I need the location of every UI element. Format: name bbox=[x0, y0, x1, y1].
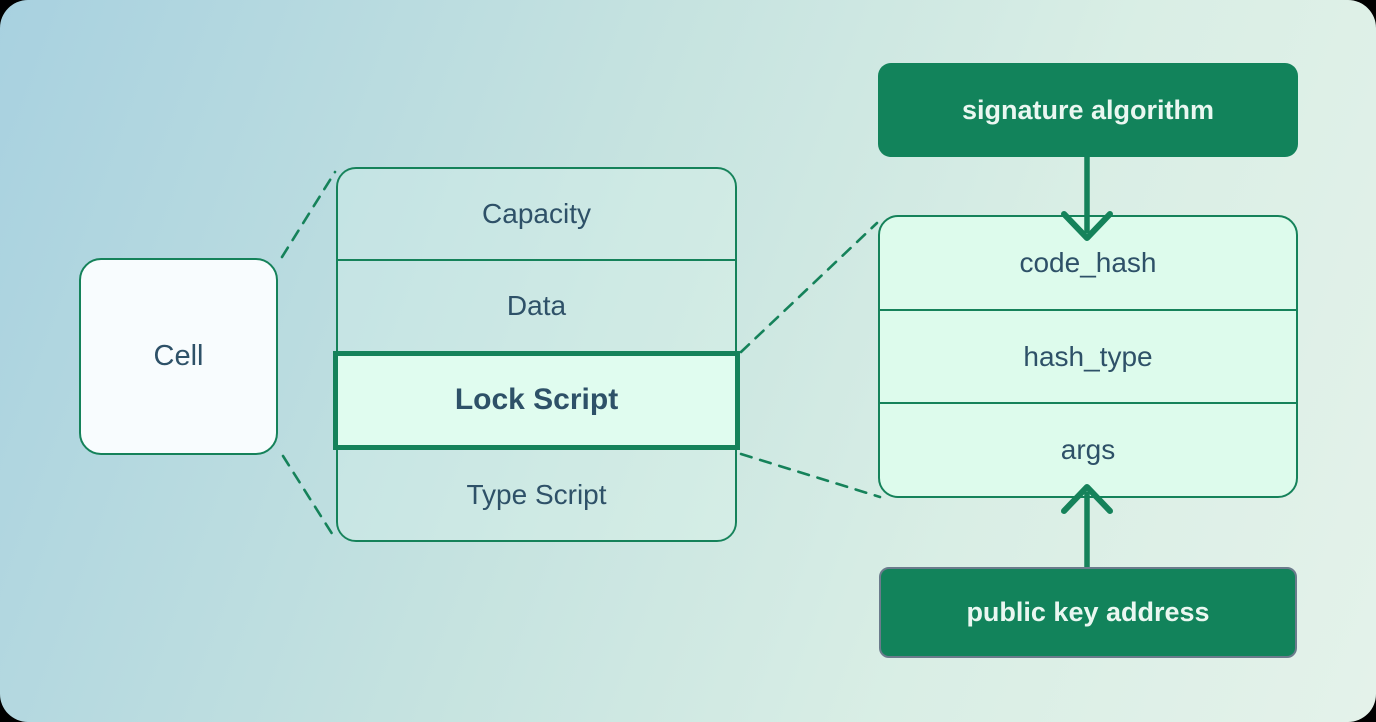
row-code-hash: code_hash bbox=[1019, 246, 1157, 278]
dashed-connector-lock-top bbox=[739, 221, 879, 354]
public-key-address-box: public key address bbox=[879, 567, 1297, 658]
cell-box: Cell bbox=[79, 258, 278, 455]
cell-structure-stack: Capacity Data Lock Script Type Script bbox=[333, 167, 740, 542]
signature-algorithm-box: signature algorithm bbox=[878, 63, 1298, 157]
dashed-connector-lock-bottom bbox=[739, 452, 882, 499]
arrow-up-icon bbox=[1061, 484, 1113, 567]
row-data: Data bbox=[338, 258, 735, 351]
cell-label: Cell bbox=[153, 340, 204, 372]
dashed-connector-cell-top bbox=[280, 170, 337, 259]
dashed-connector-cell-bottom bbox=[281, 454, 338, 542]
signature-algorithm-label: signature algorithm bbox=[961, 94, 1215, 125]
row-type-script: Type Script bbox=[338, 450, 735, 540]
row-args: args bbox=[880, 402, 1296, 496]
row-capacity: Capacity bbox=[338, 169, 735, 259]
row-hash-type: hash_type bbox=[880, 308, 1296, 403]
row-lock-script: Lock Script bbox=[333, 350, 740, 451]
public-key-address-label: public key address bbox=[966, 597, 1210, 627]
lock-script-structure-stack: code_hash hash_type args bbox=[878, 215, 1298, 498]
